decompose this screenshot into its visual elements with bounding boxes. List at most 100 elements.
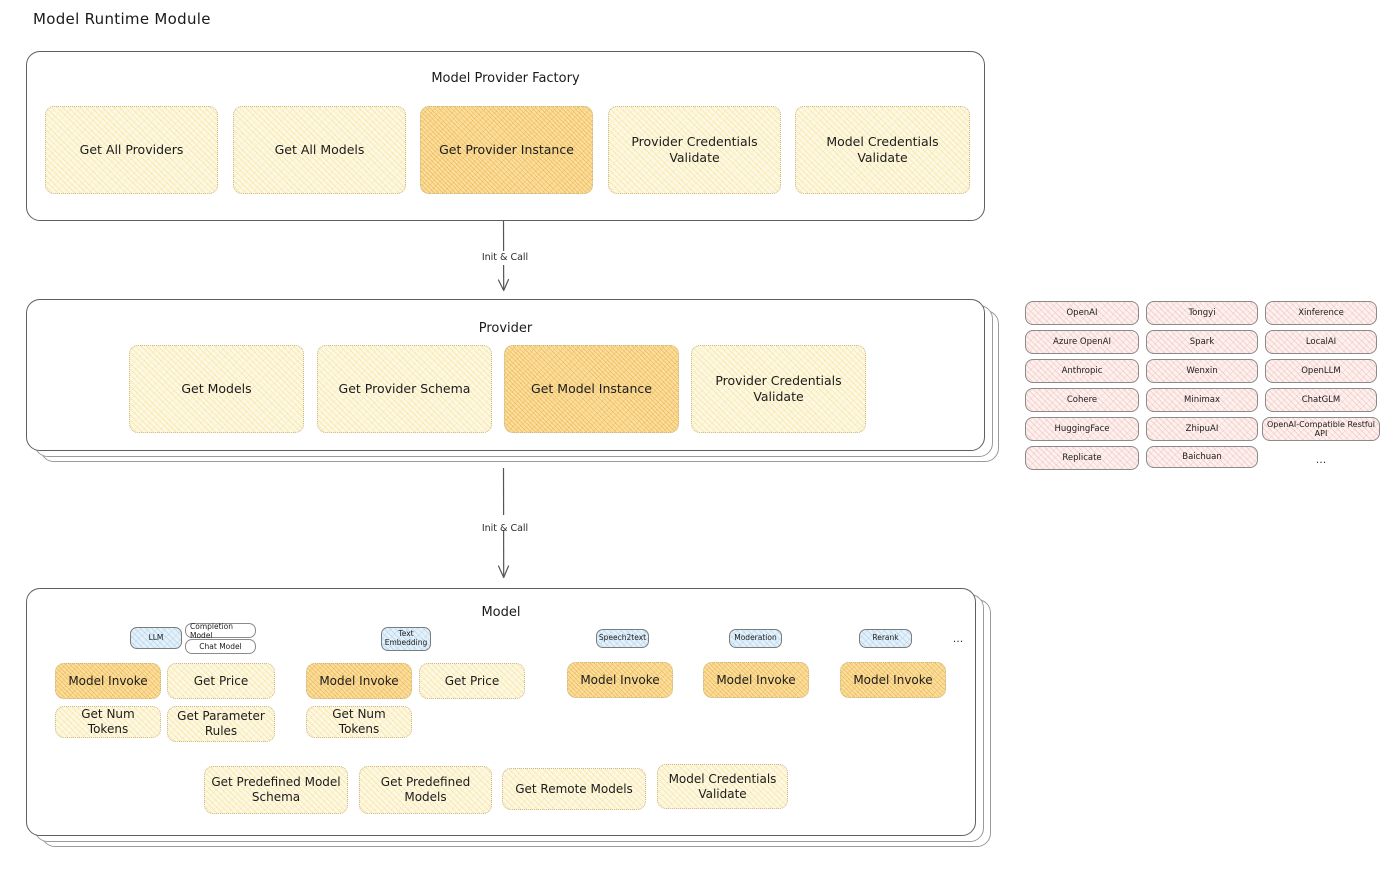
model-shared-model-credentials-validate[interactable]: Model Credentials Validate: [657, 764, 788, 809]
model-subbadge-label: Chat Model: [199, 642, 242, 651]
provider-chip-huggingface[interactable]: HuggingFace: [1025, 417, 1139, 441]
llm-method-label: Get Price: [193, 673, 249, 688]
provider-chip-label: Xinference: [1298, 308, 1344, 318]
provider-chip-label: Baichuan: [1182, 452, 1222, 462]
provider-method-get-models[interactable]: Get Models: [129, 345, 304, 433]
factory-method-get-provider-instance[interactable]: Get Provider Instance: [420, 106, 593, 194]
provider-chip-anthropic[interactable]: Anthropic: [1025, 359, 1139, 383]
factory-method-label: Get All Models: [274, 142, 365, 158]
model-badge-moderation[interactable]: Moderation: [729, 629, 782, 648]
provider-method-label: Get Model Instance: [531, 381, 652, 397]
edge-label-init-and-call-1: Init & Call: [481, 252, 529, 263]
provider-chip-label: OpenLLM: [1301, 366, 1341, 376]
model-shared-label: Model Credentials Validate: [668, 771, 777, 801]
provider-chip-tongyi[interactable]: Tongyi: [1146, 301, 1258, 325]
edge-provider-to-model: [497, 467, 510, 579]
provider-chip-label: Tongyi: [1188, 308, 1216, 318]
provider-chip-label: Cohere: [1066, 395, 1098, 405]
provider-chip-label: Spark: [1189, 337, 1215, 347]
factory-method-label: Model Credentials Validate: [826, 134, 939, 165]
provider-chip-cohere[interactable]: Cohere: [1025, 388, 1139, 412]
text-embedding-method-get-price[interactable]: Get Price: [419, 663, 525, 699]
llm-method-get-price[interactable]: Get Price: [167, 663, 275, 699]
model-shared-get-remote-models[interactable]: Get Remote Models: [502, 768, 646, 810]
model-shared-get-predefined-models[interactable]: Get Predefined Models: [359, 766, 492, 814]
provider-chip-label: Minimax: [1184, 395, 1220, 405]
provider-method-label: Provider Credentials Validate: [715, 373, 842, 404]
provider-chip-label: Azure OpenAI: [1053, 337, 1111, 347]
provider-chip-localai[interactable]: LocalAI: [1265, 330, 1377, 354]
model-badge-rerank[interactable]: Rerank: [859, 629, 912, 648]
text-embedding-method-model-invoke[interactable]: Model Invoke: [306, 663, 412, 699]
factory-method-label: Get All Providers: [79, 142, 184, 158]
provider-chip-minimax[interactable]: Minimax: [1146, 388, 1258, 412]
rerank-method-label: Model Invoke: [853, 672, 933, 687]
llm-method-label: Get Num Tokens: [81, 707, 135, 736]
factory-method-label: Get Provider Instance: [439, 142, 574, 158]
moderation-method-label: Model Invoke: [716, 672, 796, 687]
provider-chip-label: OpenAI: [1066, 308, 1098, 318]
provider-method-get-provider-schema[interactable]: Get Provider Schema: [317, 345, 492, 433]
provider-chip-label: ZhipuAI: [1185, 424, 1219, 434]
provider-chip-chatglm[interactable]: ChatGLM: [1265, 388, 1377, 412]
edge-factory-to-provider: [497, 220, 510, 292]
model-shared-label: Get Predefined Model Schema: [211, 775, 341, 804]
model-shared-label: Get Predefined Models: [380, 775, 471, 804]
provider-list-more: ...: [1315, 452, 1327, 466]
model-badge-text-embedding[interactable]: Text Embedding: [381, 627, 431, 651]
provider-chip-xinference[interactable]: Xinference: [1265, 301, 1377, 325]
model-shared-label: Get Remote Models: [515, 781, 633, 796]
text-embedding-method-get-num-tokens[interactable]: Get Num Tokens: [306, 706, 412, 738]
provider-chip-wenxin[interactable]: Wenxin: [1146, 359, 1258, 383]
model-shared-get-predefined-model-schema[interactable]: Get Predefined Model Schema: [204, 766, 348, 814]
provider-chip-azure-openai[interactable]: Azure OpenAI: [1025, 330, 1139, 354]
model-badge-speech2text[interactable]: Speech2text: [596, 629, 649, 648]
model-badge-label: Rerank: [872, 633, 899, 643]
factory-method-get-all-providers[interactable]: Get All Providers: [45, 106, 218, 194]
provider-title: Provider: [478, 321, 533, 336]
embedding-method-label: Get Price: [444, 673, 500, 688]
llm-method-model-invoke[interactable]: Model Invoke: [55, 663, 161, 699]
provider-chip-label: HuggingFace: [1054, 424, 1110, 434]
provider-chip-spark[interactable]: Spark: [1146, 330, 1258, 354]
provider-chip-baichuan[interactable]: Baichuan: [1146, 446, 1258, 468]
model-badge-label: Moderation: [734, 633, 777, 643]
moderation-method-model-invoke[interactable]: Model Invoke: [703, 662, 809, 698]
factory-method-provider-credentials-validate[interactable]: Provider Credentials Validate: [608, 106, 781, 194]
provider-method-label: Get Provider Schema: [338, 381, 471, 397]
factory-method-model-credentials-validate[interactable]: Model Credentials Validate: [795, 106, 970, 194]
provider-chip-openllm[interactable]: OpenLLM: [1265, 359, 1377, 383]
provider-chip-replicate[interactable]: Replicate: [1025, 446, 1139, 470]
model-badge-label: LLM: [148, 632, 164, 642]
provider-method-get-model-instance[interactable]: Get Model Instance: [504, 345, 679, 433]
provider-method-provider-credentials-validate[interactable]: Provider Credentials Validate: [691, 345, 866, 433]
embedding-method-label: Model Invoke: [319, 673, 399, 688]
model-subbadge-completion-model[interactable]: Completion Model: [185, 622, 256, 640]
model-groups-more: ...: [952, 631, 964, 645]
speech2text-method-label: Model Invoke: [580, 672, 660, 687]
llm-method-label: Get Parameter Rules: [177, 709, 265, 738]
speech2text-method-model-invoke[interactable]: Model Invoke: [567, 662, 673, 698]
llm-method-get-parameter-rules[interactable]: Get Parameter Rules: [167, 706, 275, 742]
page-title: Model Runtime Module: [33, 10, 211, 28]
provider-chip-label: Anthropic: [1061, 366, 1103, 376]
provider-chip-openai-compatible-restful-api[interactable]: OpenAI-Compatible Restful API: [1262, 417, 1380, 441]
edge-label-init-and-call-2: Init & Call: [481, 523, 529, 534]
embedding-method-label: Get Num Tokens: [332, 707, 386, 736]
rerank-method-model-invoke[interactable]: Model Invoke: [840, 662, 946, 698]
provider-chip-label: Replicate: [1062, 453, 1102, 463]
llm-method-label: Model Invoke: [68, 673, 148, 688]
provider-chip-openai[interactable]: OpenAI: [1025, 301, 1139, 325]
model-badge-llm[interactable]: LLM: [130, 627, 182, 649]
provider-chip-label: LocalAI: [1305, 337, 1337, 347]
factory-method-label: Provider Credentials Validate: [631, 134, 758, 165]
provider-chip-label: ChatGLM: [1301, 395, 1341, 405]
model-subbadge-chat-model[interactable]: Chat Model: [185, 639, 256, 654]
provider-method-label: Get Models: [181, 381, 252, 397]
provider-chip-zhipuai[interactable]: ZhipuAI: [1146, 417, 1258, 441]
llm-method-get-num-tokens[interactable]: Get Num Tokens: [55, 706, 161, 738]
model-badge-label: Speech2text: [598, 633, 647, 643]
model-badge-label: Text Embedding: [384, 629, 428, 647]
factory-method-get-all-models[interactable]: Get All Models: [233, 106, 406, 194]
